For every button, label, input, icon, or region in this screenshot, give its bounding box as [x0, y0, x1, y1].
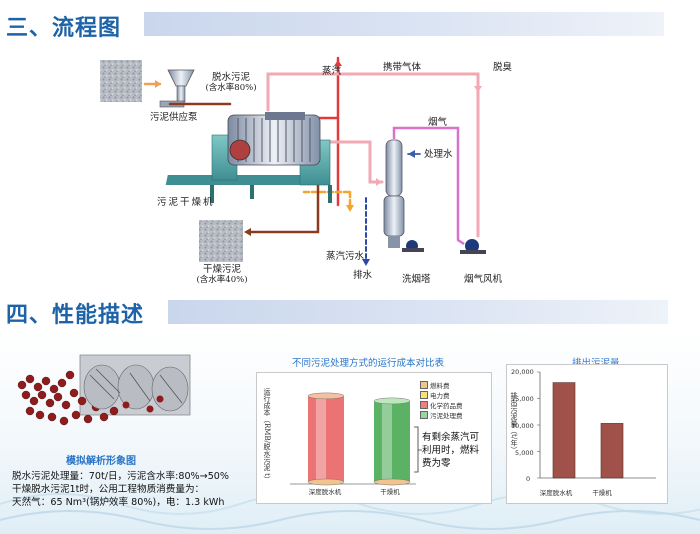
legend-chemical: 化学药品费	[420, 401, 463, 411]
label-steam-waste-water: 蒸汽污水	[326, 251, 365, 262]
label-dewatered-sludge: 脱水污泥 (含水率80%)	[205, 72, 257, 93]
sludge-ytick-4: 20,000	[511, 368, 534, 376]
spec-line-2: 干燥脱水污泥1t时，公用工程物质消费量为：	[12, 484, 205, 495]
cost-chart-legend: 燃料费 电力费 化学药品费 污泥处理费	[420, 381, 463, 421]
cost-chart	[290, 392, 422, 486]
flue-fan-icon	[457, 238, 486, 254]
flue-gas-pipe	[392, 126, 460, 242]
sludge-ytick-3: 15,000	[511, 395, 534, 403]
section-bar-performance	[168, 300, 668, 324]
cost-bar-1	[373, 397, 411, 486]
label-drain: 排水	[353, 270, 373, 281]
spec-line-1: 脱水污泥处理量：70t/日，污泥含水率:80%→50%	[12, 471, 230, 482]
sludge-chart-cat-0: 深度脱水机	[539, 489, 573, 497]
legend-power: 电力费	[420, 391, 463, 401]
scrubber-pump-icon	[402, 240, 424, 252]
label-steam: 蒸汽	[322, 66, 342, 77]
cost-chart-cat-1: 干燥机	[380, 488, 400, 496]
sludge-dryer-icon	[165, 112, 332, 203]
section-title-performance: 四、性能描述	[6, 303, 145, 328]
dried-sludge-pipe	[246, 176, 320, 234]
dried-sludge-sample	[199, 220, 243, 262]
cost-bar-bottom-0	[307, 478, 345, 486]
sludge-chart-cat-1: 干燥机	[592, 489, 612, 497]
cost-bar-body-0	[308, 395, 344, 482]
cost-chart-title: 不同污泥处理方式的运行成本对比表	[292, 358, 445, 369]
legend-swatch-fuel	[420, 381, 428, 389]
cost-bar-0	[307, 392, 345, 486]
cost-callout-bracket	[414, 426, 422, 473]
cost-chart-annotation: 有剩余蒸汽可 利用时，燃料 费为零	[422, 432, 480, 469]
sludge-bar-0	[552, 382, 576, 479]
cost-chart-cat-0: 深度脱水机	[308, 488, 342, 496]
simulation-image	[17, 354, 191, 426]
label-scrubber: 洗烟塔	[402, 274, 431, 285]
cost-bar-body-1	[374, 400, 410, 482]
sludge-chart-title: 排出污泥量	[572, 355, 620, 369]
water-ripples	[0, 493, 700, 530]
cost-bar-highlight-0	[315, 395, 326, 482]
label-flue-gas: 烟气	[428, 117, 448, 128]
label-process-water: 处理水	[424, 149, 453, 160]
sludge-ytick-1: 5,000	[515, 449, 534, 457]
sludge-chart-panel	[506, 364, 668, 504]
cost-chart-ylabel: 运行成本（RMB/脱水污泥 t）	[263, 388, 271, 483]
label-carrier-gas: 携带气体	[383, 62, 422, 73]
label-deodorize: 脱臭	[493, 62, 513, 73]
cost-bar-top-0	[307, 392, 345, 400]
sludge-ytick-2: 10,000	[511, 422, 534, 430]
spec-line-3: 天然气：65 Nm³(锅炉效率 80%)，电：1.3 kWh	[12, 497, 225, 508]
simulation-caption: 模拟解析形象图	[66, 456, 136, 467]
flow-diagram	[100, 56, 486, 266]
section-bar-flow	[144, 12, 664, 36]
legend-fuel: 燃料费	[420, 381, 463, 391]
section-title-flow: 三、流程图	[6, 16, 122, 41]
sludge-chart	[537, 371, 656, 479]
legend-sludge: 污泥处理费	[420, 411, 463, 421]
carrier-gas-pipe	[266, 72, 480, 112]
sludge-pump-icon	[159, 69, 195, 108]
cost-bar-bottom-1	[373, 478, 411, 486]
dewatered-sludge-sample	[100, 60, 142, 102]
legend-swatch-chemical	[420, 401, 428, 409]
label-sludge-pump: 污泥供应泵	[150, 112, 198, 123]
sludge-chart-ylabel: 排出污泥量（t/年）	[510, 392, 518, 454]
cost-bar-highlight-1	[381, 400, 392, 482]
label-flue-fan: 烟气风机	[464, 274, 503, 285]
legend-swatch-power	[420, 391, 428, 399]
scrubber-tower-icon	[383, 139, 405, 248]
legend-swatch-sludge	[420, 411, 428, 419]
label-dried-sludge: 干燥污泥 (含水率40%)	[196, 264, 248, 285]
sludge-ytick-0: 0	[526, 475, 531, 483]
sludge-bar-1	[600, 423, 624, 479]
cost-bar-top-1	[373, 397, 411, 405]
label-dryer: 污泥干燥机	[157, 197, 215, 208]
